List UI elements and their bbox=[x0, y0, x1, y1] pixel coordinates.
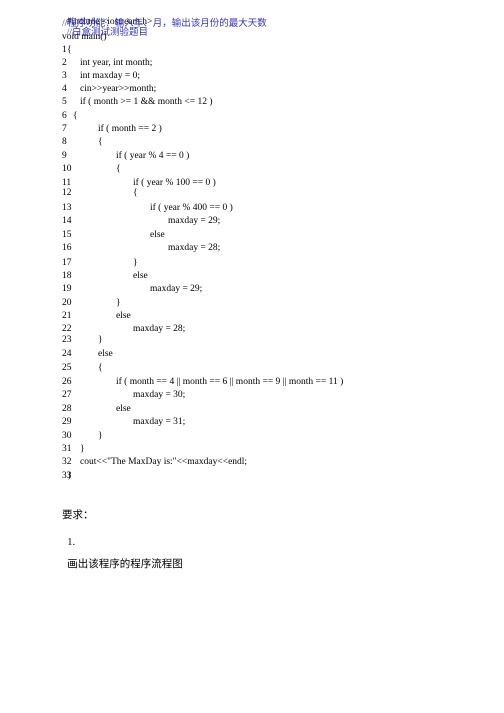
line-number: 30 bbox=[62, 431, 72, 441]
code-text: if ( year % 100 == 0 ) bbox=[133, 178, 216, 188]
line-number: 15 bbox=[62, 230, 72, 240]
code-text: } bbox=[116, 298, 121, 308]
include-line: #include <iostream.h> //白盒测试测验题目 bbox=[62, 6, 153, 39]
code-text: if ( month == 4 || month == 6 || month =… bbox=[116, 377, 344, 387]
code-text: if ( month == 2 ) bbox=[98, 124, 162, 134]
line-number: 13 bbox=[62, 203, 72, 213]
line-number: 14 bbox=[62, 216, 72, 226]
code-text: maxday = 28; bbox=[168, 243, 221, 253]
line-number: 17 bbox=[62, 258, 72, 268]
code-text: maxday = 30; bbox=[133, 390, 186, 400]
code-text: } bbox=[98, 431, 103, 441]
line-number: 23 bbox=[62, 335, 72, 345]
code-text: if ( month >= 1 && month <= 12 ) bbox=[80, 97, 213, 107]
code-text: else bbox=[98, 349, 113, 359]
code-text: int year, int month; bbox=[80, 58, 153, 68]
line-number: 9 bbox=[62, 151, 67, 161]
code-text: else bbox=[116, 404, 131, 414]
code-text: { bbox=[98, 137, 103, 147]
line-number: 4 bbox=[62, 84, 67, 94]
line-number: 21 bbox=[62, 311, 72, 321]
requirement-item-number: 1. bbox=[67, 537, 76, 548]
code-text: int maxday = 0; bbox=[80, 71, 140, 81]
code-text: { bbox=[73, 111, 78, 121]
requirement-item-text: 画出该程序的程序流程图 bbox=[67, 559, 183, 570]
line-number: 5 bbox=[62, 97, 67, 107]
requirements-label: 要求： bbox=[62, 510, 94, 521]
code-text: maxday = 29; bbox=[168, 216, 221, 226]
code-text: { bbox=[67, 45, 72, 55]
line-number: 28 bbox=[62, 404, 72, 414]
code-text: else bbox=[133, 271, 148, 281]
line-number: 27 bbox=[62, 390, 72, 400]
line-number: 25 bbox=[62, 363, 72, 373]
main-signature: void main() bbox=[62, 32, 107, 42]
line-number: 3 bbox=[62, 71, 67, 81]
requirement-item: 1. 画出该程序的程序流程图 bbox=[62, 526, 183, 570]
line-number: 31 bbox=[62, 444, 72, 454]
code-text: cin>>year>>month; bbox=[80, 84, 157, 94]
code-text: if ( year % 400 == 0 ) bbox=[150, 203, 233, 213]
code-text: maxday = 31; bbox=[133, 417, 186, 427]
line-number: 26 bbox=[62, 377, 72, 387]
line-number: 16 bbox=[62, 243, 72, 253]
include-directive: #include <iostream.h> bbox=[66, 17, 153, 27]
code-text: if ( year % 4 == 0 ) bbox=[116, 151, 190, 161]
code-text: { bbox=[133, 188, 138, 198]
line-number: 6 bbox=[62, 111, 67, 121]
line-number: 29 bbox=[62, 417, 72, 427]
line-number: 1 bbox=[62, 45, 67, 55]
code-text: } bbox=[98, 335, 103, 345]
code-text: { bbox=[98, 363, 103, 373]
code-text: else bbox=[116, 311, 131, 321]
line-number: 33 bbox=[62, 471, 72, 481]
include-comment: //白盒测试测验题目 bbox=[66, 28, 149, 38]
line-number: 24 bbox=[62, 349, 72, 359]
line-number: 22 bbox=[62, 324, 72, 334]
line-number: 7 bbox=[62, 124, 67, 134]
line-number: 12 bbox=[62, 188, 72, 198]
line-number: 32 bbox=[62, 457, 72, 467]
code-text: } bbox=[133, 258, 138, 268]
line-number: 11 bbox=[62, 178, 72, 188]
line-number: 20 bbox=[62, 298, 72, 308]
code-text: } bbox=[67, 471, 72, 481]
line-number: 18 bbox=[62, 271, 72, 281]
line-number: 8 bbox=[62, 137, 67, 147]
code-text: cout<<"The MaxDay is:"<<maxday<<endl; bbox=[80, 457, 248, 467]
code-text: else bbox=[150, 230, 165, 240]
code-text: { bbox=[116, 164, 121, 174]
code-text: maxday = 29; bbox=[150, 284, 203, 294]
purpose-comment: //程序功能：输入年、月，输出该月份的最大天数 bbox=[62, 19, 267, 29]
code-text: maxday = 28; bbox=[133, 324, 186, 334]
line-number: 2 bbox=[62, 58, 67, 68]
line-number: 19 bbox=[62, 284, 72, 294]
line-number: 10 bbox=[62, 164, 72, 174]
code-text: } bbox=[80, 444, 85, 454]
